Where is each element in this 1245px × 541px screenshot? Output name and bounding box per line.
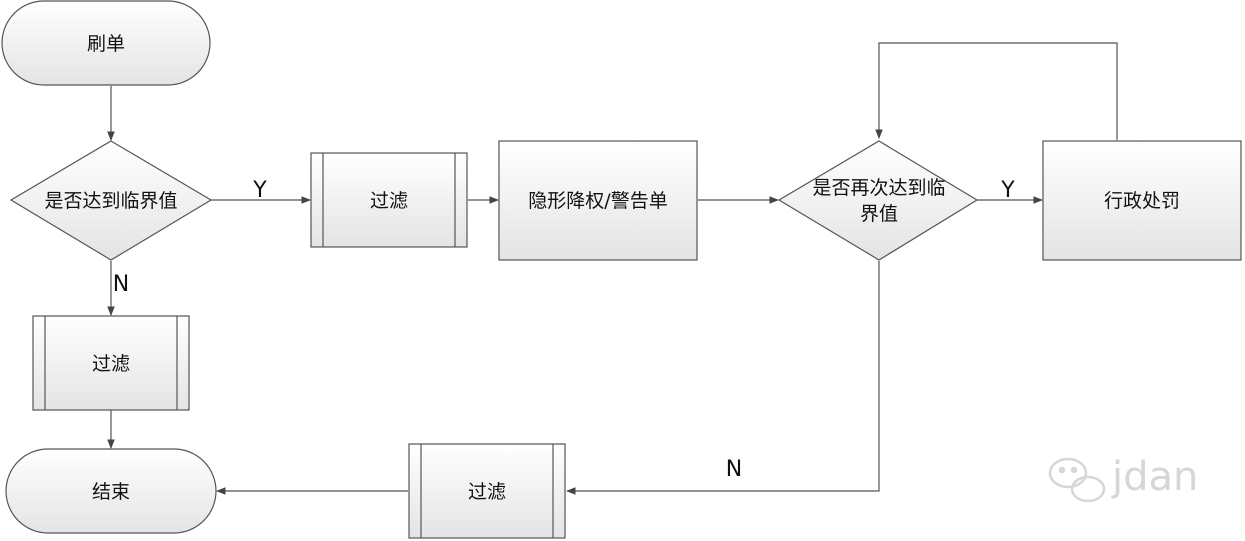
filter-bottom-box — [408, 443, 566, 539]
decision2-label-line2: 界值 — [860, 203, 898, 225]
decision2-label-line1: 是否再次达到临 — [812, 177, 945, 199]
decision1-diamond — [9, 140, 213, 261]
filter-left-label: 过滤 — [92, 353, 130, 375]
filter-left-box — [32, 315, 190, 411]
wechat-icon — [1048, 457, 1106, 503]
end-label: 结束 — [92, 481, 130, 503]
decision2-yes-label: Y — [1000, 178, 1015, 203]
decision1-yes-label: Y — [252, 178, 267, 203]
demotion-label: 隐形降权/警告单 — [528, 190, 667, 212]
decision1-label: 是否达到临界值 — [44, 190, 177, 212]
watermark: jdan — [1048, 454, 1198, 503]
edge-penalty-loop — [875, 42, 1118, 140]
decision2-no-label: N — [726, 457, 742, 482]
decision2-diamond — [777, 140, 979, 261]
start-label: 刷单 — [87, 33, 125, 55]
filter-mid-box — [310, 152, 468, 248]
watermark-text: jdan — [1111, 454, 1198, 500]
penalty-box — [1042, 140, 1242, 261]
decision1-no-label: N — [113, 272, 129, 297]
start-terminal — [1, 0, 211, 86]
filter-bottom-label: 过滤 — [468, 481, 506, 503]
filter-mid-label: 过滤 — [370, 190, 408, 212]
edge-decision2-no — [566, 261, 880, 495]
demotion-box — [498, 140, 698, 261]
end-terminal — [5, 448, 217, 534]
penalty-label: 行政处罚 — [1104, 190, 1180, 212]
